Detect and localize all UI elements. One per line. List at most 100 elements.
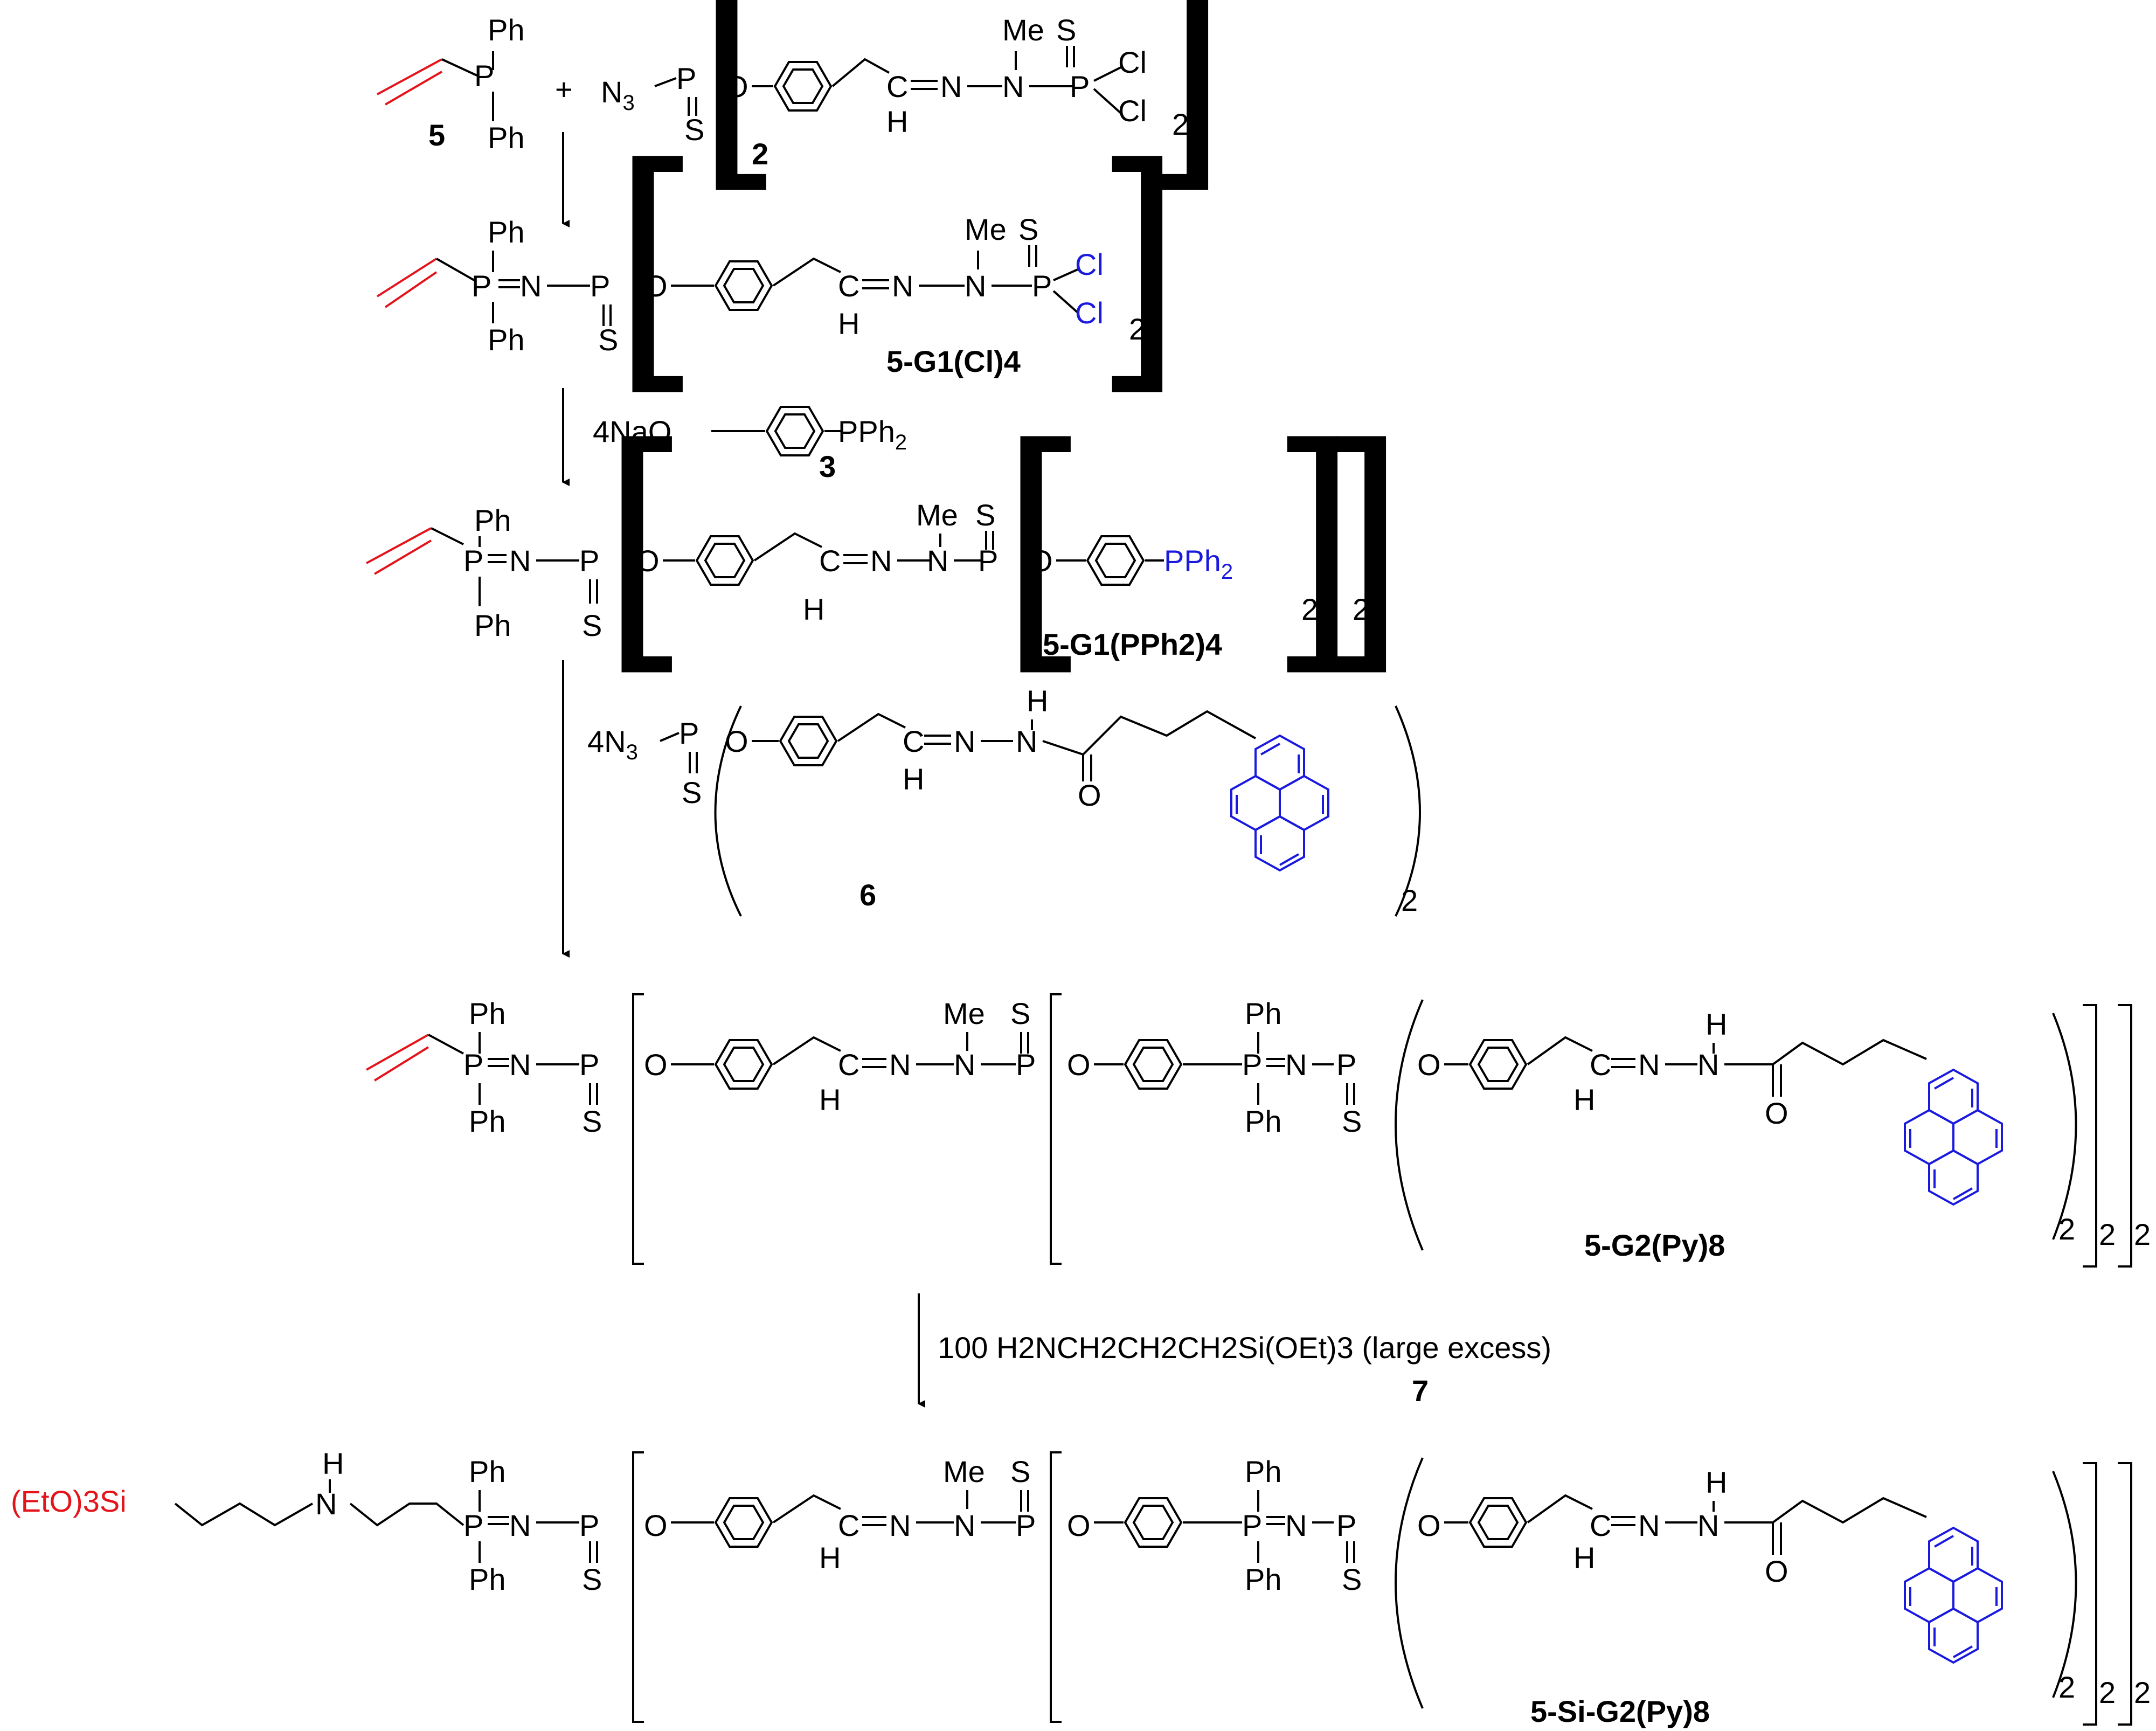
- subscript-2: 2: [2134, 1675, 2151, 1709]
- atom-h: H: [803, 592, 824, 626]
- atom-h: H: [322, 1446, 344, 1480]
- atom-p: P: [1070, 70, 1090, 103]
- subscript-2: 2: [1301, 592, 1318, 626]
- atom-n: N: [509, 544, 531, 578]
- bracket-close: ]: [1110, 110, 1181, 395]
- compound-5-G2-Py8: P Ph Ph N P S O C H N N Me S P O P Ph Ph…: [366, 993, 2151, 1268]
- bracket-close: ]: [1156, 0, 1226, 193]
- atom-n: N: [1285, 1048, 1307, 1082]
- compound-G2-Py8-label: 5-G2(Py)8: [1584, 1228, 1725, 1262]
- atom-n: N: [889, 1048, 911, 1082]
- atom-o: O: [1067, 1508, 1091, 1542]
- atom-n: N: [509, 1048, 531, 1082]
- atom-p: P: [1016, 1048, 1036, 1082]
- label-me: Me: [1002, 13, 1044, 47]
- bracket-close-large: [2083, 1462, 2097, 1726]
- etosi-group-red: (EtO)3Si: [11, 1484, 127, 1518]
- atom-p: P: [1336, 1048, 1356, 1082]
- compound-5-G1-Cl4: P Ph Ph N P S [ O C H N N Me S P Cl Cl ]…: [376, 110, 1181, 395]
- atom-p: P: [1016, 1508, 1036, 1542]
- label-ph-bottom: Ph: [469, 1104, 506, 1138]
- paren-close: [1395, 705, 1421, 917]
- subscript-2: 2: [2058, 1212, 2075, 1246]
- atom-cl: Cl: [1118, 45, 1147, 79]
- azide-n3: N3: [601, 75, 635, 115]
- subscript-2: 2: [2099, 1675, 2116, 1709]
- atom-n: N: [954, 724, 975, 758]
- atom-n: N: [940, 70, 962, 103]
- bracket-open-large: [1050, 1451, 1062, 1723]
- atom-s: S: [582, 608, 602, 642]
- bracket-close: ]: [1334, 391, 1404, 675]
- atom-n: N: [520, 269, 542, 303]
- atom-o: O: [1765, 1096, 1788, 1130]
- atom-n: N: [892, 269, 913, 303]
- atom-c: C: [903, 724, 924, 758]
- atom-p: P: [463, 1508, 483, 1542]
- bracket-close-large: [2118, 1462, 2132, 1726]
- atom-c: C: [1590, 1508, 1611, 1542]
- paren-close: [2052, 1471, 2077, 1698]
- label-ph-top: Ph: [1245, 1455, 1282, 1488]
- subscript-2: 2: [1353, 592, 1369, 626]
- atom-c: C: [1590, 1048, 1611, 1082]
- atom-n: N: [1697, 1508, 1719, 1542]
- subscript-2: 2: [1401, 883, 1418, 917]
- label-me: Me: [943, 1455, 985, 1488]
- atom-p: P: [1336, 1508, 1356, 1542]
- atom-cl: Cl: [1118, 94, 1147, 128]
- label-ph-bottom: Ph: [474, 608, 511, 642]
- bracket-close: ]: [1285, 391, 1356, 675]
- reagent-naop: 4NaO: [593, 414, 671, 448]
- atom-h: H: [1573, 1083, 1595, 1117]
- atom-n: N: [870, 544, 892, 578]
- atom-p: P: [679, 716, 699, 750]
- atom-c: C: [838, 1048, 859, 1082]
- plus-sign: +: [555, 72, 573, 106]
- compound-5-label: 5: [428, 118, 445, 152]
- atom-n: N: [509, 1508, 531, 1542]
- atom-p: P: [978, 544, 998, 578]
- atom-h: H: [819, 1541, 841, 1575]
- bracket-open: [: [604, 391, 675, 675]
- atom-n: N: [1016, 724, 1037, 758]
- label-ph-top: Ph: [469, 1455, 506, 1488]
- reagent-pph2: PPh2: [838, 414, 907, 454]
- subscript-2: 2: [2134, 1217, 2151, 1251]
- atom-n: N: [1638, 1508, 1660, 1542]
- atom-o: O: [644, 1508, 668, 1542]
- atom-h: H: [1027, 684, 1048, 718]
- atom-s: S: [1018, 212, 1038, 246]
- atom-o: O: [725, 70, 748, 103]
- atom-o: O: [1765, 1554, 1788, 1588]
- bracket-open-large: [632, 1451, 644, 1723]
- atom-o: O: [1078, 778, 1101, 812]
- atom-h: H: [903, 762, 924, 796]
- atom-cl-blue: Cl: [1075, 247, 1104, 281]
- compound-3-label: 3: [819, 449, 836, 483]
- reagent-6: 4N3 P S O C H N N H O 2 6: [587, 684, 1421, 917]
- label-me: Me: [916, 498, 958, 532]
- atom-h: H: [886, 105, 908, 139]
- paren-open: [1395, 999, 1424, 1251]
- compound-6-label: 6: [859, 878, 876, 912]
- atom-h: H: [1573, 1541, 1595, 1575]
- atom-p: P: [579, 1508, 599, 1542]
- pyrene-icon: [1904, 1068, 2003, 1206]
- label-ph-bottom: Ph: [469, 1562, 506, 1596]
- compound-G1-Cl4-label: 5-G1(Cl)4: [886, 344, 1021, 378]
- atom-c: C: [886, 70, 908, 103]
- atom-o: O: [1417, 1048, 1441, 1082]
- atom-p: P: [1242, 1508, 1262, 1542]
- label-ph-bottom: Ph: [1245, 1104, 1282, 1138]
- atom-h: H: [1706, 1465, 1727, 1499]
- atom-s: S: [1010, 1455, 1030, 1488]
- atom-p: P: [579, 1048, 599, 1082]
- label-ph-bottom: Ph: [488, 323, 525, 357]
- pyrene-icon: [1230, 734, 1329, 872]
- compound-5-G1-PPh2-4: P Ph Ph N P S [ O C H N N Me S P [ O PPh…: [366, 391, 1404, 675]
- compound-7-label: 7: [1412, 1374, 1429, 1408]
- atom-s: S: [582, 1562, 602, 1596]
- paren-close: [2052, 1013, 2077, 1240]
- label-ph-top: Ph: [469, 996, 506, 1030]
